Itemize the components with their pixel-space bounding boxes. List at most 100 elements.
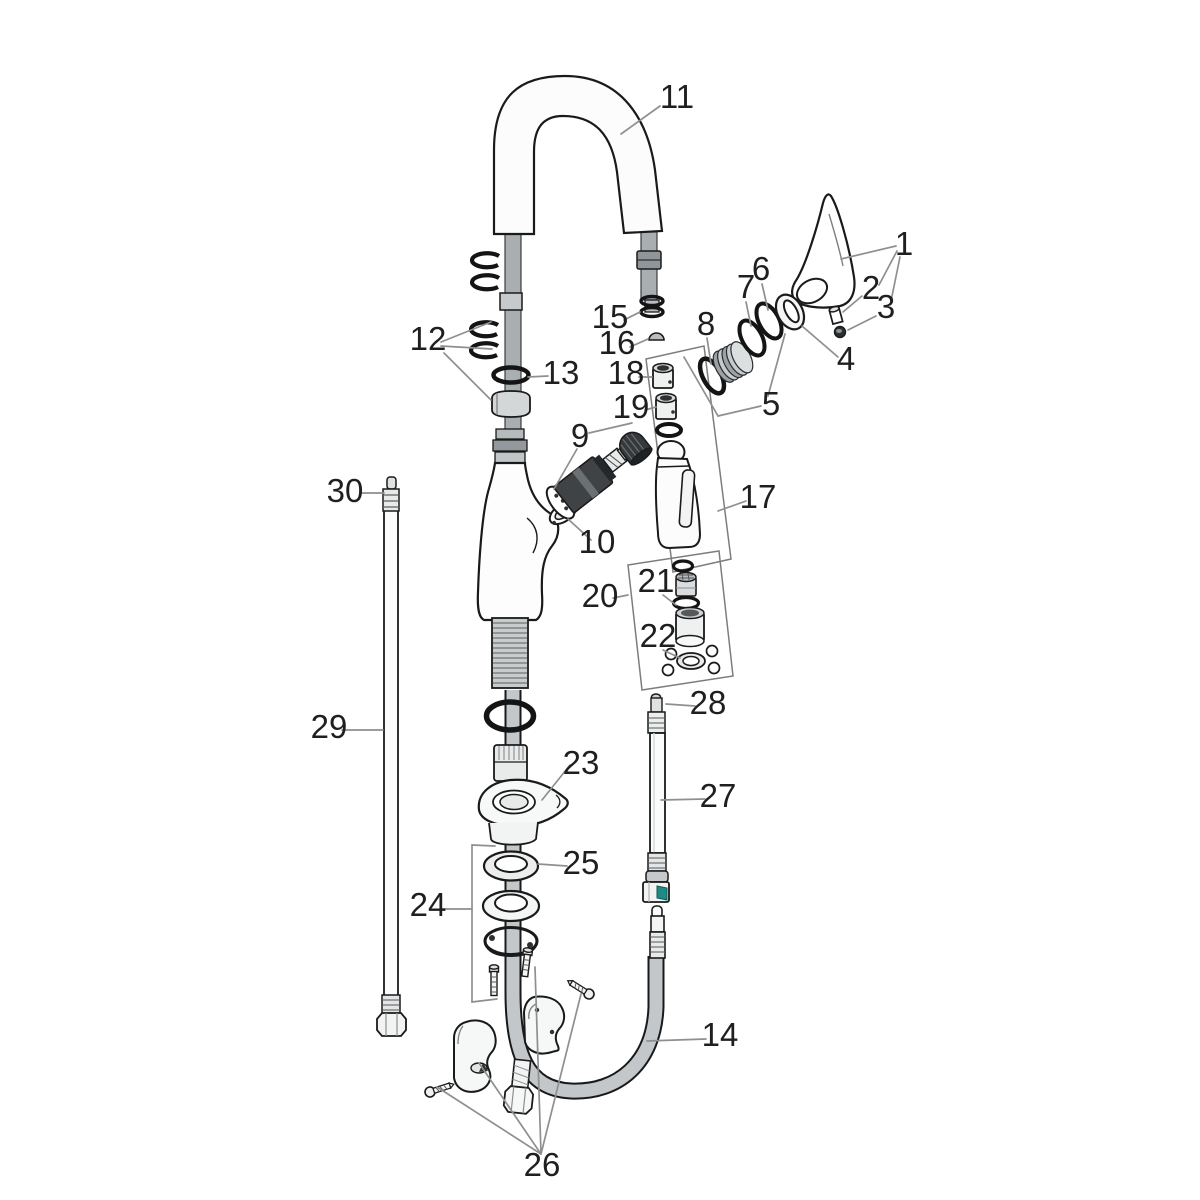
- part-label-7: 7: [737, 268, 755, 305]
- retaining-clip-12c: [491, 390, 531, 418]
- part-label-10: 10: [579, 523, 616, 560]
- leader-4: [801, 325, 839, 358]
- spray-clip-22: [661, 644, 721, 677]
- supply-pipe: [376, 476, 407, 1037]
- part-label-1: 1: [895, 225, 913, 262]
- bracket-24-bottom: [471, 998, 498, 1003]
- part-label-15: 15: [592, 298, 629, 335]
- connector-accent-mark: [656, 885, 668, 901]
- leader-26b: [478, 1062, 542, 1155]
- leader-26d: [540, 993, 582, 1155]
- part-label-13: 13: [543, 354, 580, 391]
- leader-2: [842, 295, 863, 313]
- bracket-24-top: [471, 844, 496, 847]
- leader-20: [612, 594, 629, 599]
- part-label-19: 19: [613, 388, 650, 425]
- tip-o-ring: [639, 305, 665, 319]
- leader-12a: [440, 321, 492, 343]
- aerator-insert-21: [675, 571, 697, 597]
- part-label-28: 28: [690, 684, 727, 721]
- aerator-o-ring-bottom: [671, 595, 701, 611]
- handle-1: [791, 193, 856, 309]
- part-label-12: 12: [410, 320, 447, 357]
- part-label-8: 8: [697, 305, 715, 342]
- part-label-16: 16: [599, 324, 636, 361]
- part-label-26: 26: [524, 1146, 561, 1183]
- part-label-9: 9: [571, 417, 589, 454]
- shaft-collar: [499, 292, 523, 311]
- guide-bushing: [493, 744, 528, 782]
- washer-25: [482, 850, 540, 882]
- leader-21: [662, 594, 677, 606]
- leader-lines: [341, 105, 901, 1155]
- base-o-ring: [483, 699, 537, 733]
- supply-connection-nut: [502, 1058, 535, 1115]
- leader-13: [527, 375, 549, 378]
- retaining-clip: [469, 251, 501, 270]
- part-label-23: 23: [563, 744, 600, 781]
- leader-8: [706, 337, 712, 365]
- leader-16: [629, 338, 649, 348]
- part-label-21: 21: [638, 562, 675, 599]
- part-label-20: 20: [582, 577, 619, 614]
- leader-26c: [534, 966, 542, 1155]
- part-label-11: 11: [660, 78, 694, 115]
- leader-9a: [588, 422, 633, 434]
- leader-5c: [767, 333, 786, 397]
- leader-12b: [440, 345, 493, 350]
- mounting-bolt: [488, 947, 534, 997]
- part-label-14: 14: [702, 1016, 739, 1053]
- leader-14: [646, 1038, 707, 1042]
- leader-9b: [553, 448, 578, 490]
- part-label-5: 5: [762, 385, 780, 422]
- leader-6: [761, 283, 769, 311]
- retaining-clip-12b: [468, 341, 500, 360]
- leader-27: [660, 798, 706, 801]
- part-label-24: 24: [410, 886, 447, 923]
- weight-screw: [424, 979, 595, 1098]
- leader-25: [537, 863, 568, 867]
- leader-15: [623, 311, 641, 321]
- pipe-top-tip: [386, 476, 397, 490]
- hose-weight-right-shell: [522, 995, 566, 1055]
- leader-1a: [840, 245, 897, 260]
- spout-tip-parts: [636, 250, 665, 341]
- leader-22: [662, 649, 681, 659]
- faucet-body: [476, 428, 560, 689]
- escutcheon-cup: [488, 821, 539, 846]
- o-ring-13: [491, 365, 531, 385]
- part-label-29: 29: [311, 708, 348, 745]
- check-valve-18: [652, 362, 674, 389]
- retaining-clip: [469, 273, 501, 292]
- sprayhead-o-ring: [655, 422, 683, 438]
- part-label-18: 18: [608, 354, 645, 391]
- hose-weight-left-shell: [453, 1019, 497, 1093]
- leader-17: [717, 500, 747, 512]
- leader-5a: [717, 405, 762, 417]
- aerator-o-ring-top: [671, 559, 695, 573]
- leader-3: [847, 315, 877, 331]
- leader-23: [541, 764, 571, 801]
- part-label-30: 30: [327, 472, 364, 509]
- leader-1b: [878, 250, 898, 286]
- part-labels: 1 2 3 4 5 6 7 8 9 10 11 12 13 14 15 16 1…: [311, 78, 914, 1183]
- bearing-ring: [712, 341, 754, 383]
- nipple-28: [647, 693, 666, 734]
- part-label-3: 3: [877, 288, 895, 325]
- pipe-top-connector: [382, 488, 400, 512]
- leader-19: [644, 406, 657, 411]
- group-box-aerator: [627, 550, 734, 691]
- leader-12c: [443, 352, 492, 401]
- part-label-6: 6: [752, 250, 770, 287]
- leader-5b: [683, 356, 719, 417]
- escutcheon-23: [477, 778, 569, 846]
- spray-head-17: [654, 440, 702, 550]
- leader-11: [620, 105, 661, 135]
- aerator-housing: [675, 606, 705, 648]
- check-valve-19: [655, 392, 677, 420]
- aerator-dome-16: [648, 332, 665, 341]
- part-label-2: 2: [862, 269, 880, 306]
- leader-28: [665, 703, 696, 707]
